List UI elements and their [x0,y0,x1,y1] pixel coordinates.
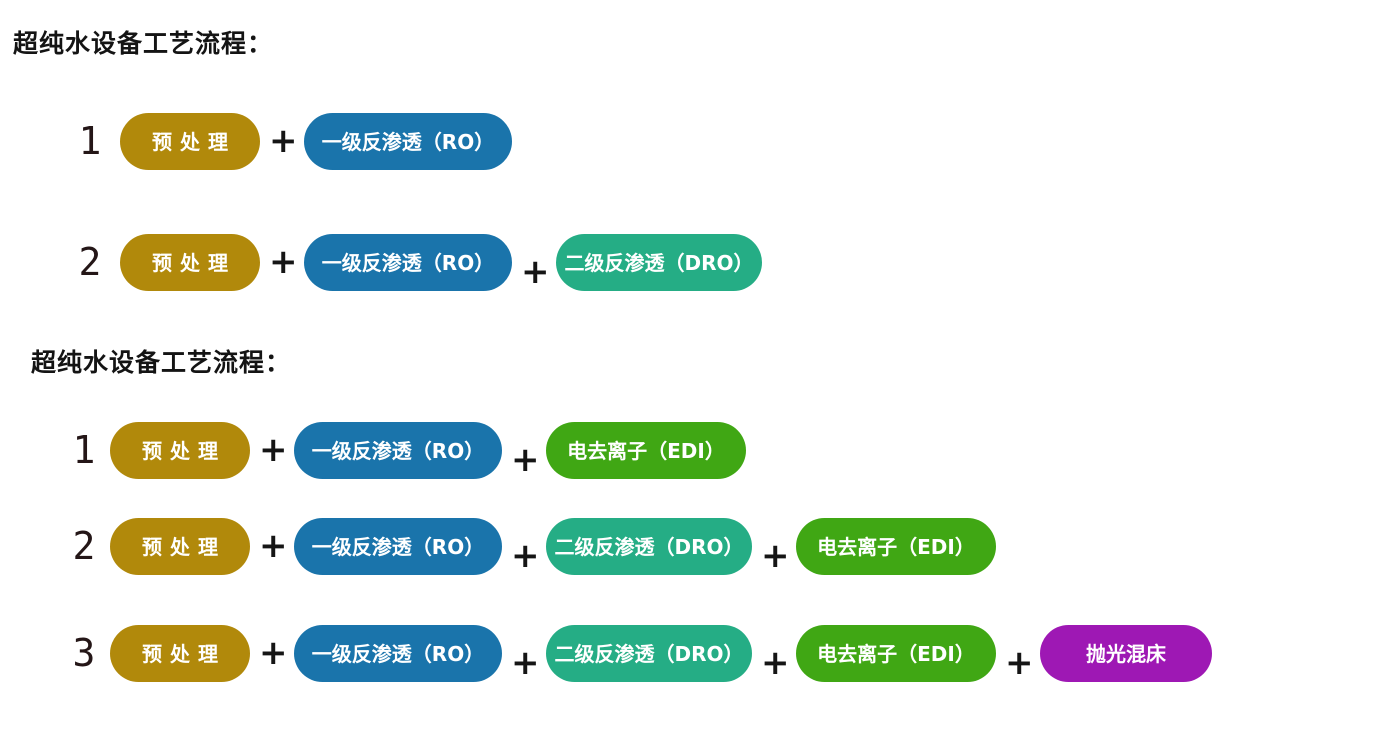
pill-pretreatment: 预处理 [110,518,250,575]
pill-label: 预处理 [142,534,226,559]
row-number: 1 [72,428,96,472]
plus-icon: + [259,526,288,566]
plus-icon: + [269,242,298,282]
pill-label: 二级反渗透（DRO） [554,641,744,666]
pill-pretreatment: 预处理 [110,422,250,479]
pill-label: 预处理 [142,641,226,666]
pill-pretreatment: 预处理 [120,234,260,291]
pill-first-stage-ro: 一级反渗透（RO） [304,234,512,291]
flow-row: 2 预处理 + 一级反渗透（RO） + 二级反渗透（DRO） + 电去离子（EDI） [70,518,996,576]
pill-first-stage-ro: 一级反渗透（RO） [294,422,502,479]
pill-label: 电去离子（EDI） [817,534,975,559]
pill-label: 电去离子（EDI） [567,438,725,463]
pill-first-stage-ro: 一级反渗透（RO） [294,518,502,575]
pill-polishing-mixed-bed: 抛光混床 [1040,625,1212,682]
plus-icon: + [521,252,550,292]
plus-icon: + [761,536,790,576]
plus-icon: + [259,430,288,470]
pill-label: 一级反渗透（RO） [311,534,485,559]
pill-first-stage-ro: 一级反渗透（RO） [294,625,502,682]
section-1-title: 超纯水设备工艺流程： [13,29,274,58]
plus-icon: + [511,440,540,480]
flow-row: 1 预处理 + 一级反渗透（RO） [76,113,512,170]
pill-second-stage-ro: 二级反渗透（DRO） [546,518,752,575]
pill-label: 一级反渗透（RO） [311,438,485,463]
pill-edi: 电去离子（EDI） [546,422,746,479]
pill-pretreatment: 预处理 [110,625,250,682]
row-number: 1 [78,119,102,163]
pill-label: 一级反渗透（RO） [311,641,485,666]
flow-row: 3 预处理 + 一级反渗透（RO） + 二级反渗透（DRO） + 电去离子（EDI） + 抛光混床 [70,625,1212,683]
plus-icon: + [269,121,298,161]
pill-label: 预处理 [152,129,236,154]
section-2-title: 超纯水设备工艺流程： [31,348,292,377]
pill-label: 抛光混床 [1086,641,1166,666]
pill-label: 预处理 [142,438,226,463]
row-number: 3 [72,631,96,675]
pill-first-stage-ro: 一级反渗透（RO） [304,113,512,170]
plus-icon: + [259,633,288,673]
pill-label: 电去离子（EDI） [817,641,975,666]
pill-label: 二级反渗透（DRO） [564,250,754,275]
plus-icon: + [761,643,790,683]
flow-row: 2 预处理 + 一级反渗透（RO） + 二级反渗透（DRO） [76,234,762,292]
pill-pretreatment: 预处理 [120,113,260,170]
pill-label: 二级反渗透（DRO） [554,534,744,559]
row-number: 2 [72,524,96,568]
plus-icon: + [1005,643,1034,683]
pill-edi: 电去离子（EDI） [796,518,996,575]
flow-row: 1 预处理 + 一级反渗透（RO） + 电去离子（EDI） [70,422,746,480]
pill-label: 预处理 [152,250,236,275]
plus-icon: + [511,536,540,576]
pill-second-stage-ro: 二级反渗透（DRO） [556,234,762,291]
row-number: 2 [78,240,102,284]
pill-second-stage-ro: 二级反渗透（DRO） [546,625,752,682]
plus-icon: + [511,643,540,683]
pill-label: 一级反渗透（RO） [321,129,495,154]
pill-edi: 电去离子（EDI） [796,625,996,682]
pill-label: 一级反渗透（RO） [321,250,495,275]
